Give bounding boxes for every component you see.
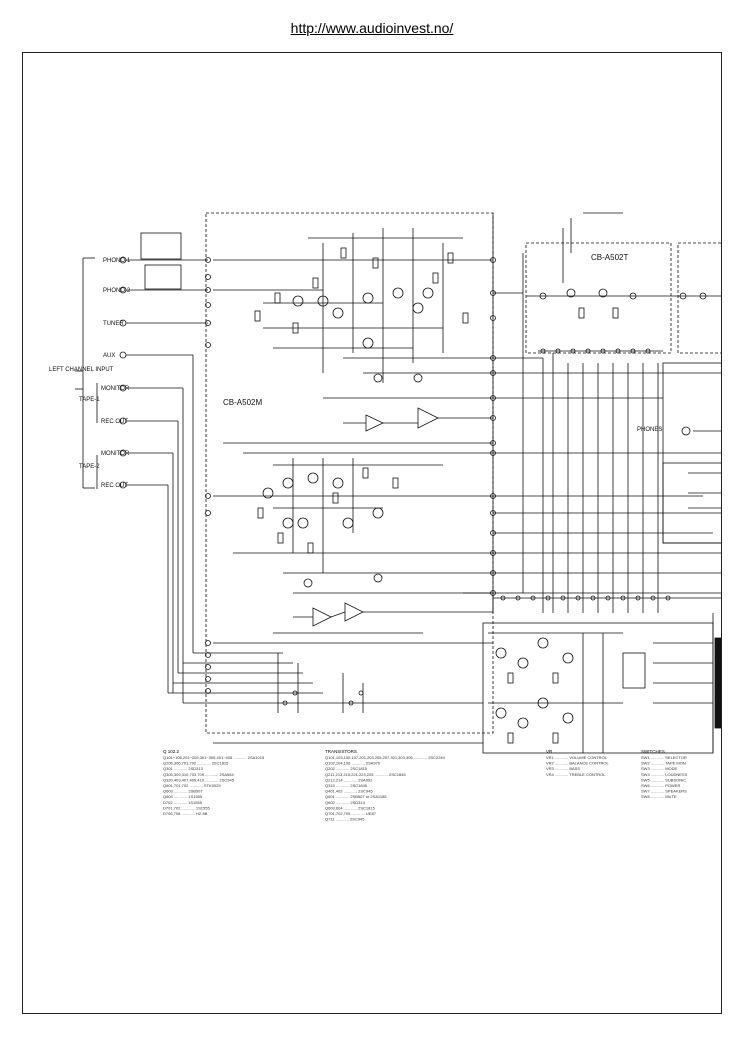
- parts-list-header: TRANSISTORS: [325, 749, 357, 754]
- main-board-name: CB-A502M: [223, 398, 262, 407]
- parts-list-row: SW3 ............ MODE: [641, 766, 678, 771]
- jack-label: PHONO-2: [103, 288, 131, 294]
- parts-list-row: D706,708 ............ HZ-6B: [163, 811, 208, 816]
- jack-label: AUX: [103, 353, 115, 359]
- parts-list-row: Q101,103,105,107,201,203,205,207,301,303…: [325, 755, 446, 760]
- parts-list-row: Q313 ............ 2SC1845: [325, 783, 368, 788]
- parts-lists: Q 102.2Q101~105,201~205,301~305,401~405 …: [163, 749, 688, 822]
- jack-label: REC OUT: [101, 483, 128, 489]
- lower-amplifier-stage: [213, 452, 493, 634]
- phones-section: [662, 362, 721, 544]
- parts-list-row: D702 ............ 1S1555: [163, 800, 203, 805]
- parts-list-row: Q604 ............ 1S1555: [163, 794, 203, 799]
- parts-list-row: SW7 ............ SPEAKERS: [641, 789, 687, 794]
- parts-list-row: Q101~105,201~205,301~305,401~405 .......…: [163, 755, 265, 760]
- main-board-outline: [205, 212, 494, 734]
- source-url-link[interactable]: http://www.audioinvest.no/: [290, 20, 454, 36]
- parts-list-row: Q202 ............ 2SC1815: [325, 766, 368, 771]
- parts-list-row: Q601,701,702 ............ STK0029: [163, 783, 221, 788]
- tone-board-name: CB-A502T: [591, 253, 628, 262]
- parts-list-row: SW2 ............ TAPE MON: [641, 761, 686, 766]
- parts-list-row: Q602 ............ 2SD313: [325, 800, 366, 805]
- jack-label: PHONO-1: [103, 258, 131, 264]
- parts-list-row: SW6 ............ POWER: [641, 783, 680, 788]
- parts-list-row: VR4 ............ TREBLE CONTROL: [546, 772, 606, 777]
- input-bus: [75, 257, 98, 489]
- parts-list-row: Q401,402 ............ 2SC945: [325, 789, 373, 794]
- power-amp-board: [482, 613, 721, 754]
- jack-labels: PHONO-1 PHONO-2 TUNER AUX MONITOR REC OU…: [101, 258, 131, 489]
- tape2-label: TAPE-2: [79, 464, 100, 470]
- parts-list-row: Q601 ............ 2SB507 or 2SA1185: [325, 794, 387, 799]
- selector-switches: [213, 642, 493, 713]
- tone-board: [525, 212, 721, 354]
- parts-list-row: Q711 ............ 2SC945: [325, 817, 365, 822]
- phones-label: PHONES: [637, 427, 662, 433]
- left-channel-input-label: LEFT CHANNEL INPUT: [49, 367, 114, 373]
- parts-list-row: Q301 ............ 2SD313: [163, 766, 204, 771]
- input-jacks: [119, 232, 323, 694]
- parts-list-row: Q320,403,407,409,410 ............ 2SC945: [163, 777, 235, 782]
- source-url-header: http://www.audioinvest.no/: [0, 20, 744, 36]
- parts-list-row: VR1 ............ VOLUME CONTROL: [546, 755, 608, 760]
- parts-list-row: Q212,214 ............ 2SA992: [325, 777, 373, 782]
- jack-label: MONITOR: [101, 386, 130, 392]
- jack-label: REC OUT: [101, 419, 128, 425]
- parts-list-row: SW5 ............ SUBSONIC: [641, 777, 686, 782]
- interconnect-bus: [463, 253, 721, 613]
- schematic-svg: PHONO-1 PHONO-2 TUNER AUX MONITOR REC OU…: [49, 212, 721, 822]
- parts-list-row: D701,702 ............ 1S1555: [163, 805, 210, 810]
- upper-amplifier-stage: [213, 228, 493, 444]
- parts-list-header: VR: [546, 749, 553, 754]
- parts-list-row: SW1 ............ SELECTOR: [641, 755, 687, 760]
- parts-list-header: SWITCHES: [641, 749, 665, 754]
- parts-list-row: Q206,306,701,702 ............ 2SC1815: [163, 761, 229, 766]
- parts-list-row: Q603 ............ 2SB507: [163, 789, 203, 794]
- parts-list-row: SW4 ............ LOUDNESS: [641, 772, 688, 777]
- parts-list-row: SW8 ............ MUTE: [641, 794, 677, 799]
- parts-list-header: Q 102.2: [163, 749, 180, 754]
- outer-wiring: [172, 663, 483, 744]
- parts-list-row: Q305,309,310,703,709 ............ 2SA564: [163, 772, 234, 777]
- jack-label: TUNER: [103, 321, 124, 327]
- jack-label: MONITOR: [101, 451, 130, 457]
- tape1-label: TAPE-1: [79, 397, 100, 403]
- main-board-left-pins: [205, 257, 211, 694]
- parts-list-row: VR3 ............ BASS: [546, 766, 580, 771]
- schematic-sheet: PHONO-1 PHONO-2 TUNER AUX MONITOR REC OU…: [22, 52, 722, 1014]
- parts-list-row: Q211,213,215,221,223,225 ............ 2S…: [325, 772, 406, 777]
- parts-list-row: VR2 ............ BALANCE CONTROL: [546, 761, 609, 766]
- parts-list-row: Q603,604 ............ 2SC1815: [325, 805, 376, 810]
- parts-list-row: Q102,104,106 ............ 2SA970: [325, 761, 381, 766]
- parts-list-row: Q701,702,705 ............ UE87: [325, 811, 377, 816]
